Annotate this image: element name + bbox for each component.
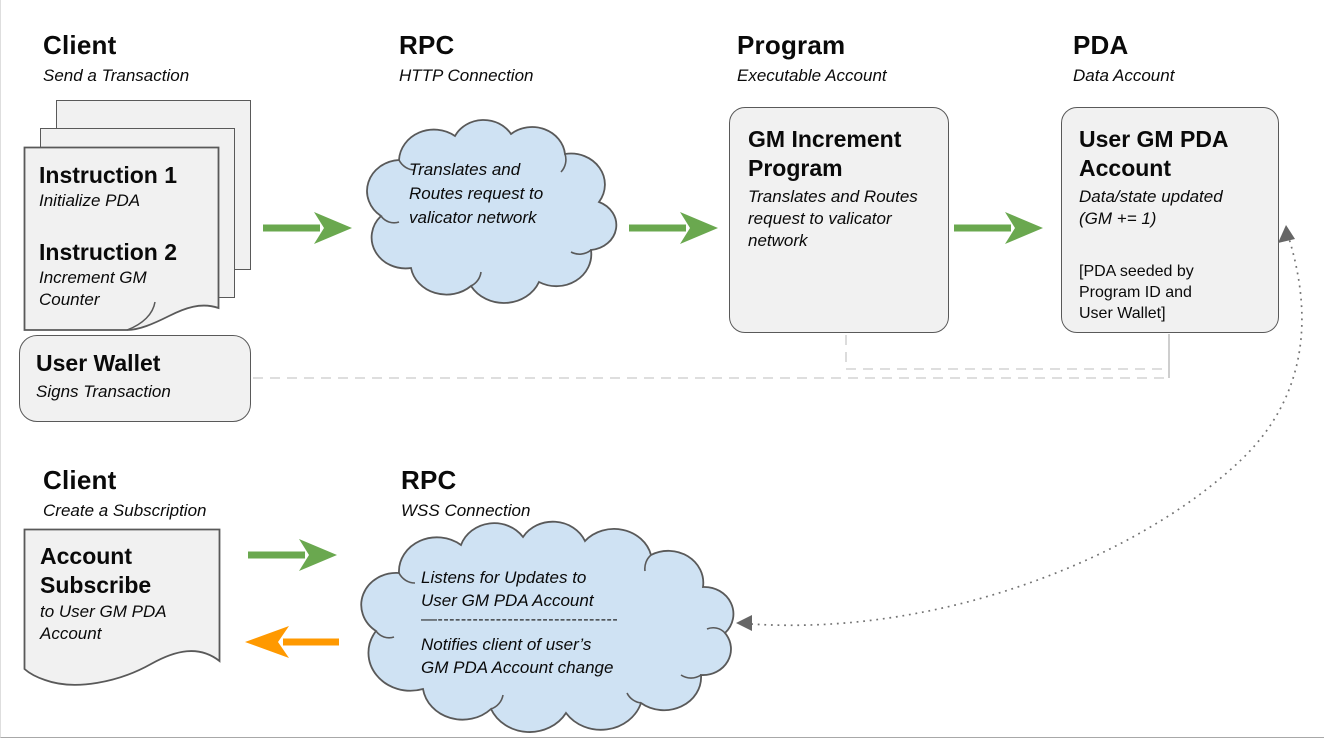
pda-box-note: [PDA seeded by Program ID and User Walle… xyxy=(1079,263,1194,322)
account-subscribe-title: Account Subscribe xyxy=(40,543,152,598)
program-seed-dashed-line xyxy=(845,335,1169,370)
wss-cloud-separator: —------------------------------- xyxy=(421,611,619,628)
section-title: RPC xyxy=(399,30,455,60)
section-subtitle: Create a Subscription xyxy=(43,501,207,520)
user-wallet-box xyxy=(19,335,251,422)
header-client-transaction: Client Send a Transaction xyxy=(43,30,189,86)
instruction2-title: Instruction 2 xyxy=(39,239,178,265)
transaction-page-front-shape xyxy=(23,146,220,331)
header-client-subscription: Client Create a Subscription xyxy=(43,465,206,521)
user-wallet-title: User Wallet xyxy=(36,350,161,376)
section-title: Program xyxy=(737,30,846,60)
section-subtitle: Data Account xyxy=(1073,66,1175,85)
arrow-program-to-pda-icon xyxy=(954,212,1043,244)
section-subtitle: Executable Account xyxy=(737,66,887,85)
section-subtitle: HTTP Connection xyxy=(399,66,534,85)
header-pda: PDA Data Account xyxy=(1073,30,1174,86)
instruction2-desc: Increment GM Counter xyxy=(39,268,147,309)
account-subscribe-desc: to User GM PDA Account xyxy=(40,602,167,643)
dotted-arrowhead-into-pda-icon xyxy=(1278,225,1295,243)
program-box-title: GM Increment Program xyxy=(748,126,902,181)
pda-box-title: User GM PDA Account xyxy=(1079,126,1228,181)
program-box-desc: Translates and Routes request to valicat… xyxy=(748,187,918,250)
section-subtitle: Send a Transaction xyxy=(43,66,190,85)
http-cloud-text: Translates and Routes request to valicat… xyxy=(409,160,544,227)
arrow-subscribe-to-rpc-icon xyxy=(248,539,337,571)
header-program: Program Executable Account xyxy=(737,30,887,86)
header-rpc-http: RPC HTTP Connection xyxy=(399,30,533,86)
section-title: Client xyxy=(43,465,117,495)
wss-cloud-notifies-text: Notifies client of user’s GM PDA Account… xyxy=(421,635,614,677)
header-rpc-wss: RPC WSS Connection xyxy=(401,465,530,521)
section-title: RPC xyxy=(401,465,457,495)
instruction1-title: Instruction 1 xyxy=(39,162,178,188)
pda-box-desc: Data/state updated (GM += 1) xyxy=(1079,187,1223,228)
user-wallet-desc: Signs Transaction xyxy=(36,382,171,401)
section-subtitle: WSS Connection xyxy=(401,501,531,520)
section-title: PDA xyxy=(1073,30,1129,60)
arrow-rpc-to-program-icon xyxy=(629,212,718,244)
wss-cloud-listens-text: Listens for Updates to User GM PDA Accou… xyxy=(421,568,594,610)
section-title: Client xyxy=(43,30,117,60)
account-subscribe-shape xyxy=(23,528,221,686)
arrow-client-to-rpc-icon xyxy=(263,212,352,244)
instruction1-desc: Initialize PDA xyxy=(39,191,141,210)
arrow-rpc-notify-client-icon xyxy=(245,626,339,658)
http-cloud-shape xyxy=(366,119,618,304)
wss-cloud-shape xyxy=(360,520,735,733)
